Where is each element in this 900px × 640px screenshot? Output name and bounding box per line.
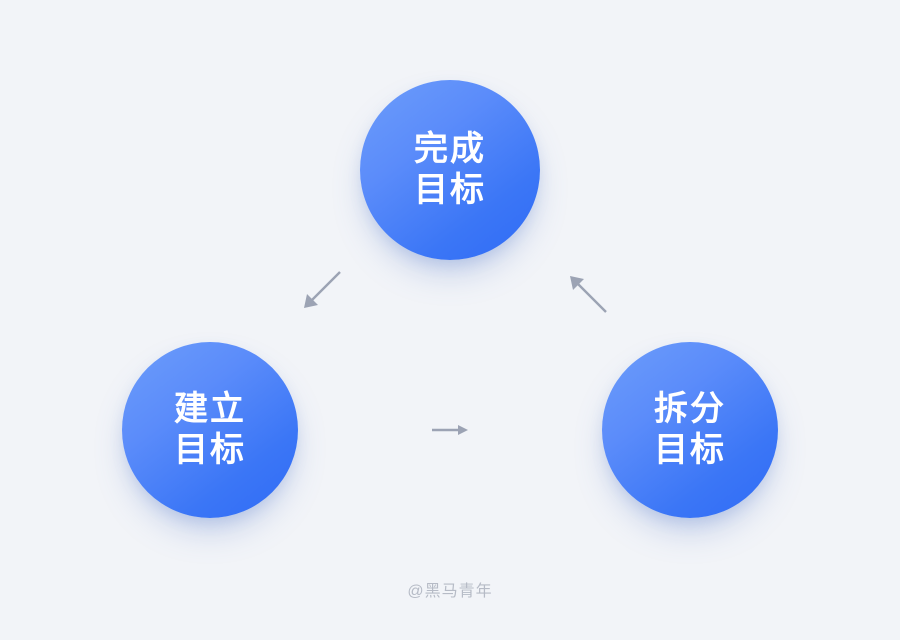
node-complete-goal-line2: 目标 [414, 171, 486, 209]
arrow-top-to-left-icon [304, 271, 341, 308]
node-complete-goal[interactable]: 完成 目标 [360, 80, 540, 260]
node-establish-goal-line2: 目标 [174, 431, 246, 469]
node-complete-goal-line1: 完成 [414, 129, 486, 168]
watermark-text: @黑马青年 [407, 583, 493, 600]
node-establish-goal[interactable]: 建立 目标 [122, 342, 298, 518]
arrow-right-to-top-icon [570, 276, 607, 313]
node-split-goal-line2: 目标 [654, 431, 726, 469]
node-establish-goal-line1: 建立 [174, 389, 246, 428]
node-split-goal[interactable]: 拆分 目标 [602, 342, 778, 518]
node-split-goal-line1: 拆分 [654, 389, 726, 428]
arrow-left-to-right-icon [432, 425, 468, 435]
